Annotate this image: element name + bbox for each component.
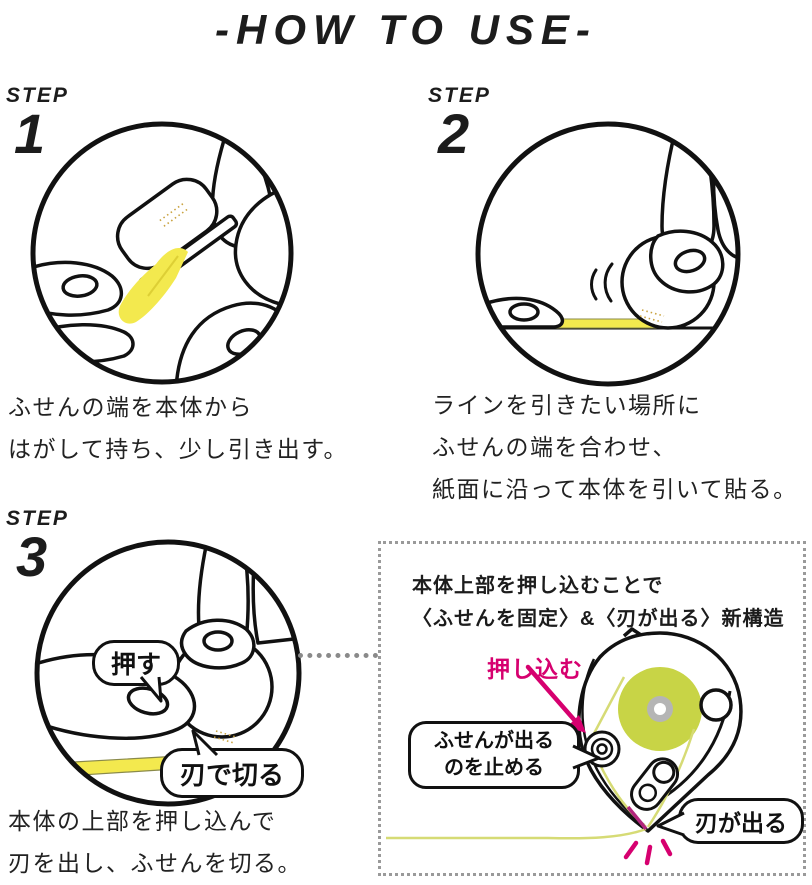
feed-rollers — [630, 757, 680, 811]
step-3-illustration — [34, 539, 302, 807]
finger-nail — [508, 302, 540, 322]
motion-lines — [603, 262, 614, 303]
bubble-tail — [191, 729, 219, 757]
motion-lines — [590, 268, 598, 301]
stop-fusen-callout: ふせんが出る のを止める — [408, 721, 601, 789]
mechanism-diagram — [386, 627, 743, 866]
page-title: -HOW TO USE- — [215, 6, 597, 53]
bubble-tail — [656, 811, 685, 837]
step-1-label: STEP — [6, 84, 69, 107]
hand-finger — [251, 544, 296, 645]
finger-nail — [61, 274, 99, 298]
blade-out-callout: 刃が出る — [656, 798, 804, 844]
top-notch — [622, 627, 642, 638]
step-3-label: STEP — [6, 507, 69, 530]
step-2-number: 2 — [438, 102, 470, 165]
step-1-caption: ふせんの端を本体から はがして持ち、少し引き出す。 — [8, 394, 349, 462]
step-2-label: STEP — [428, 84, 491, 107]
step-circle — [475, 121, 741, 387]
cut-with-blade-bubble: 刃で切る — [160, 729, 304, 798]
brand-mark — [639, 309, 665, 323]
bubble-tail — [572, 744, 601, 770]
step-3-number: 3 — [16, 525, 48, 588]
blade-mark — [626, 805, 648, 831]
push-in-label: 押し込む — [487, 656, 583, 682]
thumb-nail — [202, 630, 234, 652]
hand-finger — [233, 182, 289, 308]
spark-marks — [623, 838, 673, 866]
brand-mark — [213, 730, 237, 744]
step-circle — [34, 539, 302, 807]
dotted-connector — [298, 653, 378, 658]
step-1-number: 1 — [14, 102, 46, 165]
step-circle — [30, 121, 294, 385]
step-2-illustration — [475, 121, 741, 387]
step-1-illustration — [30, 121, 294, 385]
step-3-caption: 本体の上部を押し込んで 刃を出し、ふせんを切る。 — [8, 808, 302, 876]
bubble-tail — [139, 676, 163, 703]
step-2-caption: ラインを引きたい場所に ふせんの端を合わせ、 紙面に沿って本体を引いて貼る。 — [432, 392, 798, 502]
thumb-nail — [673, 248, 707, 274]
feature-heading: 本体上部を押し込むことで 〈ふせんを固定〉&〈刃が出る〉新構造 — [412, 575, 785, 630]
push-bubble: 押す — [92, 640, 180, 703]
finger-hole — [699, 688, 733, 722]
